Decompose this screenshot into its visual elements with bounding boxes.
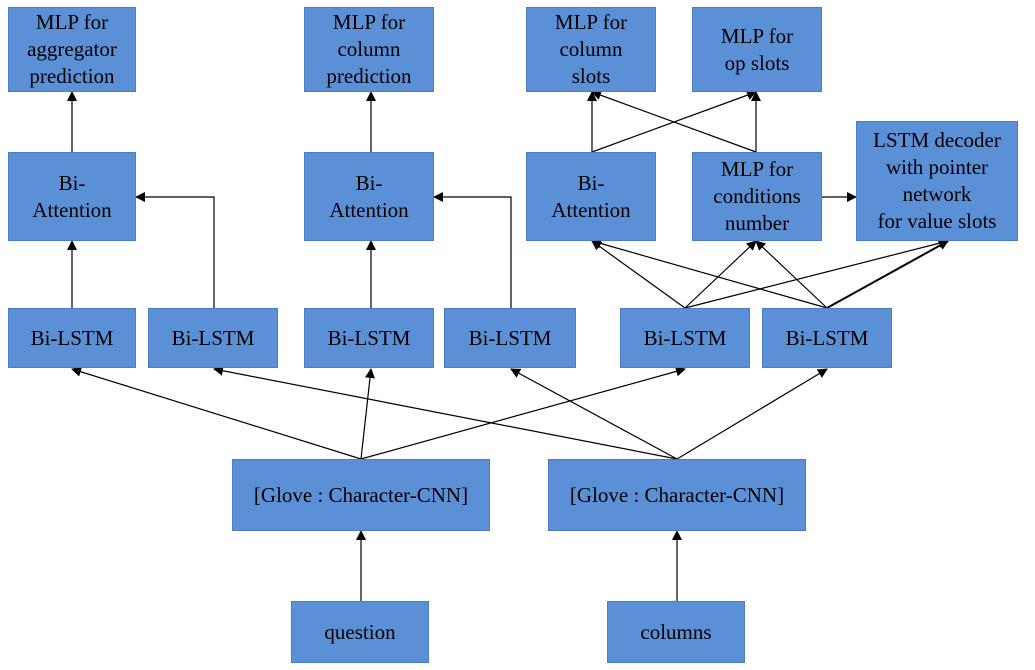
glove-char-cnn-question-node: [Glove : Character-CNN] bbox=[232, 459, 490, 531]
edge-bilstm4-to-biatt2 bbox=[433, 192, 512, 308]
node-label: Bi-LSTM bbox=[785, 325, 869, 350]
bi-attention-node-2: Bi- Attention bbox=[304, 152, 434, 241]
node-label: Bi- Attention bbox=[551, 170, 631, 222]
edge-glove_q-to-bilstm1 bbox=[71, 366, 362, 460]
edge-bilstm2-to-biatt1 bbox=[135, 192, 215, 308]
node-label: LSTM decoder with pointer network for va… bbox=[873, 128, 1001, 233]
node-label: MLP for column slots bbox=[554, 10, 628, 88]
mlp-op-slots-node: MLP for op slots bbox=[692, 7, 822, 92]
mlp-column-prediction-node: MLP for column prediction bbox=[304, 7, 434, 92]
edge-bilstm5-to-biatt3 bbox=[591, 240, 686, 309]
bi-lstm-node-3: Bi-LSTM bbox=[304, 308, 434, 368]
node-label: Bi- Attention bbox=[329, 170, 409, 222]
bi-lstm-node-5: Bi-LSTM bbox=[620, 308, 750, 368]
edge-glove_q-to-bilstm3 bbox=[360, 368, 375, 460]
edge-bilstm5-to-lstm_dec bbox=[684, 238, 949, 309]
node-label: MLP for aggregator prediction bbox=[27, 10, 117, 88]
edge-bilstm6-to-mlp_cond bbox=[755, 240, 828, 309]
mlp-column-slots-node: MLP for column slots bbox=[526, 7, 656, 92]
mlp-conditions-number-node: MLP for conditions number bbox=[692, 152, 822, 241]
bi-lstm-node-4: Bi-LSTM bbox=[444, 308, 576, 368]
bi-lstm-node-1: Bi-LSTM bbox=[8, 308, 136, 368]
lstm-decoder-node: LSTM decoder with pointer network for va… bbox=[856, 121, 1018, 241]
edge-bilstm6-to-lstm_dec bbox=[826, 240, 949, 309]
node-label: Bi-LSTM bbox=[327, 325, 411, 350]
node-label: columns bbox=[640, 619, 712, 644]
node-label: MLP for column prediction bbox=[326, 10, 412, 88]
edge-glove_c-to-bilstm2 bbox=[213, 365, 678, 460]
node-label: Bi-LSTM bbox=[643, 325, 727, 350]
edge-bilstm6-to-biatt3 bbox=[591, 238, 828, 309]
bi-attention-node-1: Bi- Attention bbox=[8, 152, 136, 241]
edge-bilstm5-to-mlp_cond bbox=[684, 240, 757, 309]
glove-char-cnn-columns-node: [Glove : Character-CNN] bbox=[548, 459, 806, 531]
edge-glove_c-to-bilstm4 bbox=[510, 368, 678, 460]
node-label: Bi-LSTM bbox=[468, 325, 552, 350]
node-label: Bi- Attention bbox=[32, 170, 112, 222]
bi-lstm-node-2: Bi-LSTM bbox=[148, 308, 278, 368]
columns-input-node: columns bbox=[607, 601, 745, 663]
node-label: [Glove : Character-CNN] bbox=[569, 482, 785, 507]
node-label: MLP for op slots bbox=[720, 23, 794, 75]
node-label: [Glove : Character-CNN] bbox=[253, 482, 469, 507]
node-label: question bbox=[324, 619, 396, 644]
bi-lstm-node-6: Bi-LSTM bbox=[762, 308, 892, 368]
edge-glove_q-to-bilstm5 bbox=[360, 366, 686, 460]
mlp-aggregator-prediction-node: MLP for aggregator prediction bbox=[8, 7, 136, 92]
edge-mlp_cond-to-mlp_colslots bbox=[591, 90, 757, 153]
bi-attention-node-3: Bi- Attention bbox=[526, 152, 656, 241]
edge-glove_c-to-bilstm6 bbox=[676, 368, 828, 460]
node-label: Bi-LSTM bbox=[30, 325, 114, 350]
question-input-node: question bbox=[291, 601, 429, 663]
node-label: Bi-LSTM bbox=[171, 325, 255, 350]
node-label: MLP for conditions number bbox=[713, 157, 801, 235]
